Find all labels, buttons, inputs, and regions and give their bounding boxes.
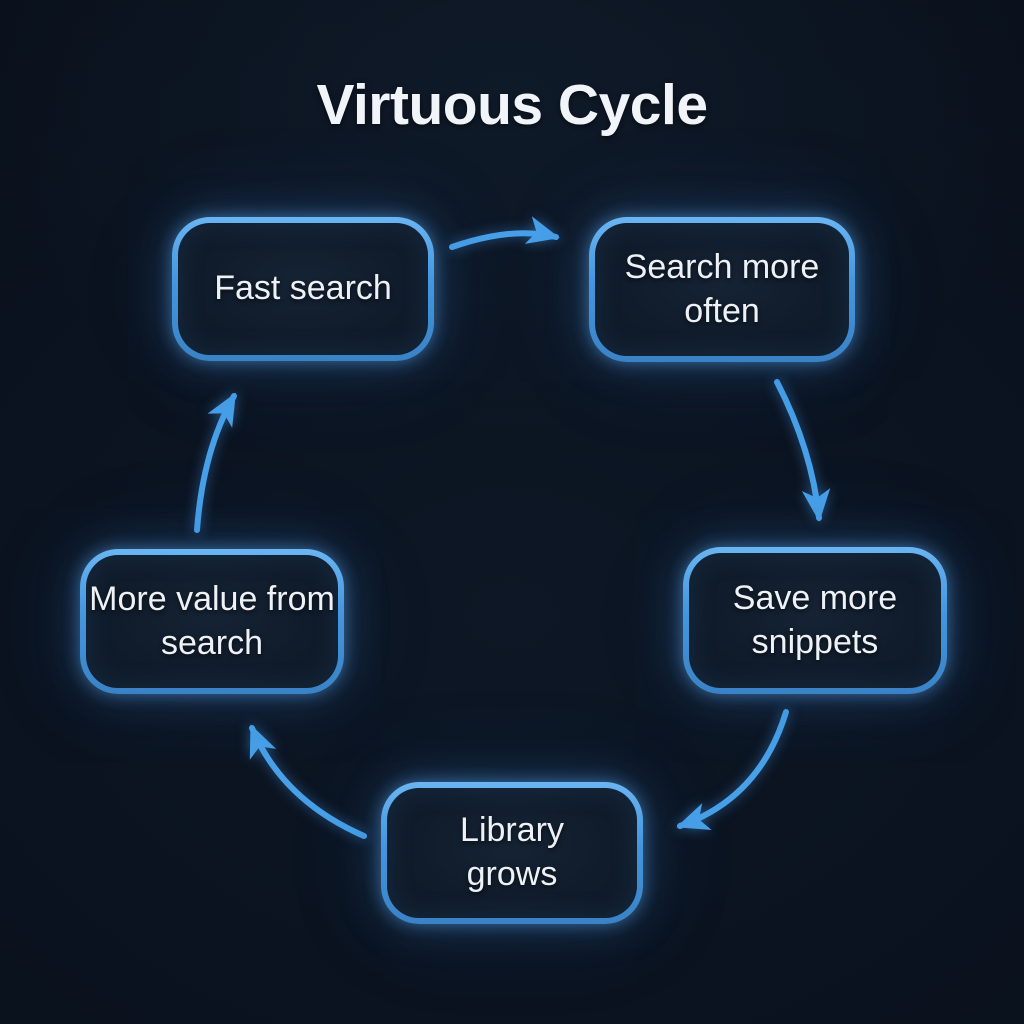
node-library-grows: Library grows: [381, 782, 643, 924]
node-more-value-from-search-label: More value from search: [89, 579, 335, 662]
node-fast-search: Fast search: [172, 217, 434, 361]
node-search-more-often-label: Search more often: [624, 247, 820, 330]
node-save-more-snippets: Save more snippets: [683, 547, 947, 694]
node-fast-search-label: Fast search: [214, 269, 392, 308]
arrow-library-grows-to-more-value-from-search: [249, 724, 367, 839]
node-more-value-from-search-body: More value from search: [86, 555, 338, 688]
node-search-more-often: Search more often: [589, 217, 855, 362]
arrow-fast-search-to-search-more-often: [449, 216, 560, 250]
node-library-grows-body: Library grows: [387, 788, 637, 918]
arrow-search-more-often-to-save-more-snippets: [774, 379, 831, 522]
node-more-value-from-search: More value from search: [80, 549, 344, 694]
node-save-more-snippets-label: Save more snippets: [732, 578, 898, 661]
diagram-title: Virtuous Cycle: [316, 73, 708, 137]
node-library-grows-label: Library grows: [460, 811, 564, 893]
arrow-save-more-snippets-to-library-grows: [676, 709, 789, 831]
node-fast-search-body: Fast search: [178, 223, 428, 355]
arrow-more-value-from-search-to-fast-search: [194, 392, 237, 533]
node-save-more-snippets-body: Save more snippets: [689, 553, 941, 688]
node-search-more-often-body: Search more often: [595, 223, 849, 356]
